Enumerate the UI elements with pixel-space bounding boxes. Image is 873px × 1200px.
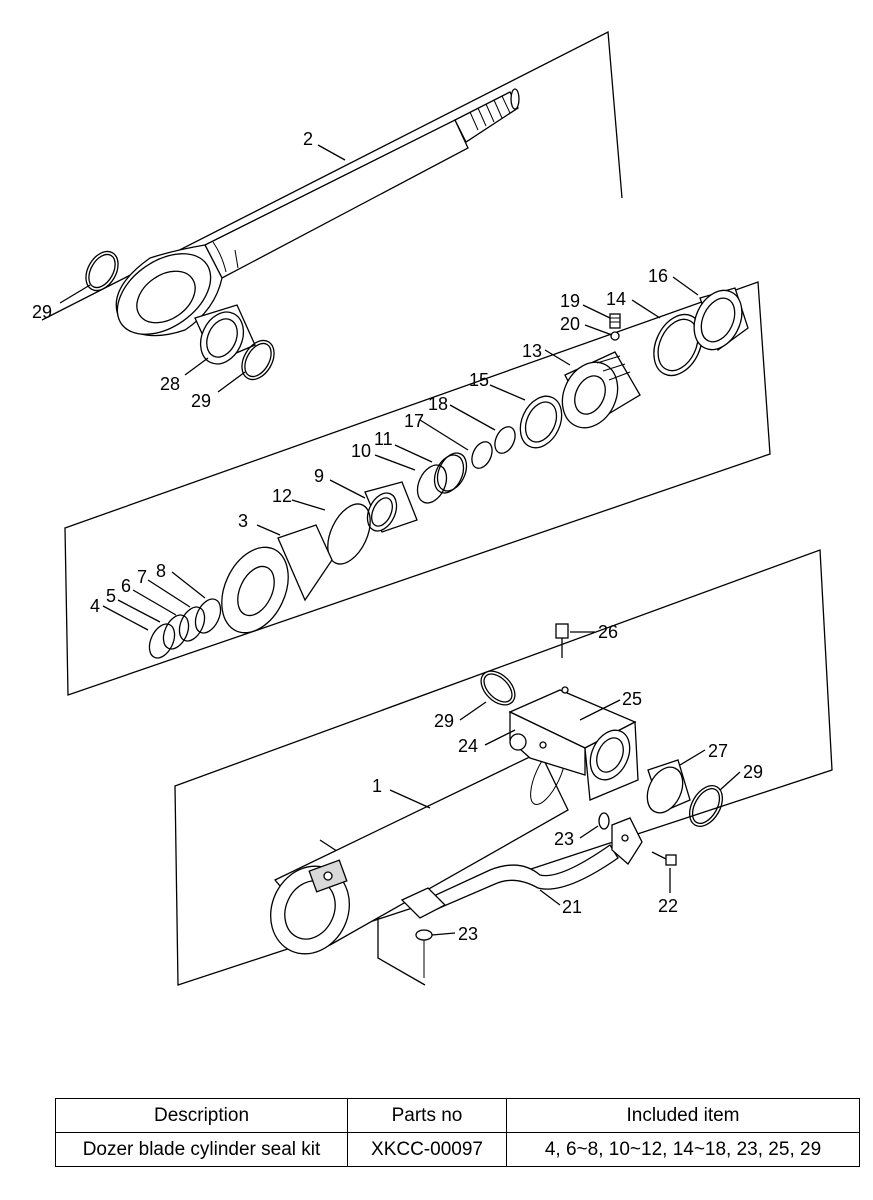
gland-3-part: [221, 524, 333, 634]
callout-28: 28: [160, 374, 180, 394]
callout-17: 17: [404, 411, 424, 431]
callout-6: 6: [121, 576, 131, 596]
callout-13: 13: [522, 341, 542, 361]
callout-18: 18: [428, 394, 448, 414]
bushing-27-part: [646, 759, 691, 814]
callout-3: 3: [238, 511, 248, 531]
piston-13-part: [561, 351, 641, 429]
rod-group-frame: [41, 30, 623, 321]
callout-22: 22: [658, 896, 678, 916]
pipe-21-part: [400, 817, 643, 919]
callout-29-rod-right: 29: [191, 391, 211, 411]
cylinder-tube-1-part: [270, 745, 569, 955]
o-ring-29-rod-right: [241, 339, 275, 381]
callout-10: 10: [351, 441, 371, 461]
callout-5: 5: [106, 586, 116, 606]
ball-20-part: [610, 331, 620, 341]
callout-4: 4: [90, 596, 100, 616]
o-ring-23-lower: [415, 929, 433, 941]
callout-25: 25: [622, 689, 642, 709]
ring-10-part: [416, 464, 448, 504]
leader-lines: [59, 144, 741, 936]
callout-8: 8: [156, 561, 166, 581]
header-parts-no: Parts no: [347, 1098, 507, 1133]
header-description: Description: [55, 1098, 348, 1133]
callout-24: 24: [458, 736, 478, 756]
slide-ring-16-part: [693, 287, 749, 352]
set-screw-19-part: [609, 313, 621, 329]
piston-rod-part: [115, 88, 520, 337]
callout-11: 11: [374, 429, 393, 449]
bolt-26-part: [555, 623, 569, 658]
callout-23-lower: 23: [458, 924, 478, 944]
callout-15: 15: [469, 370, 489, 390]
o-ring-29-tube-right: [688, 785, 724, 827]
o-ring-29-tube-left: [480, 670, 516, 706]
ring-18-part: [494, 426, 516, 454]
callout-19: 19: [560, 291, 580, 311]
callout-14: 14: [606, 289, 626, 309]
seal-kit-table: Description Parts no Included item Dozer…: [55, 1098, 860, 1167]
exploded-parts-diagram: 2 29 28 29 16 19 14 20 13 15 18 17 10 11…: [32, 30, 833, 986]
callout-2: 2: [303, 129, 313, 149]
seal-11-part: [433, 452, 468, 494]
callout-9: 9: [314, 466, 324, 486]
callout-labels: 2 29 28 29 16 19 14 20 13 15 18 17 10 11…: [32, 129, 763, 944]
cell-description: Dozer blade cylinder seal kit: [55, 1132, 348, 1167]
piston-group-frame: [64, 281, 771, 696]
callout-29-tube-right: 29: [743, 762, 763, 782]
seal-rings-4-8-part: [148, 598, 222, 659]
callout-23-upper: 23: [554, 829, 574, 849]
o-ring-23-upper: [598, 812, 610, 830]
callout-29-rod-left: 29: [32, 302, 52, 322]
o-ring-12-part: [327, 503, 371, 565]
callout-12: 12: [272, 486, 292, 506]
bushing-9-part: [364, 481, 418, 533]
bushing-28-part: [194, 304, 256, 365]
o-ring-29-rod-left: [85, 250, 119, 292]
seal-15-part: [519, 395, 563, 449]
bolt-22-part: [651, 851, 677, 866]
callout-26: 26: [598, 622, 618, 642]
cell-parts-no: XKCC-00097: [347, 1132, 507, 1167]
head-block-24-part: [508, 686, 639, 801]
callout-20: 20: [560, 314, 580, 334]
callout-21: 21: [562, 897, 582, 917]
callout-27: 27: [708, 741, 728, 761]
callout-1: 1: [372, 776, 382, 796]
callout-16: 16: [648, 266, 668, 286]
table-row: Dozer blade cylinder seal kit XKCC-00097…: [55, 1132, 860, 1167]
cell-included-item: 4, 6~8, 10~12, 14~18, 23, 25, 29: [506, 1132, 860, 1167]
callout-7: 7: [137, 567, 147, 587]
table-header-row: Description Parts no Included item: [55, 1098, 860, 1133]
ring-17-part: [471, 441, 493, 469]
callout-29-tube-left: 29: [434, 711, 454, 731]
wear-ring-14-part: [653, 313, 703, 377]
header-included-item: Included item: [506, 1098, 860, 1133]
